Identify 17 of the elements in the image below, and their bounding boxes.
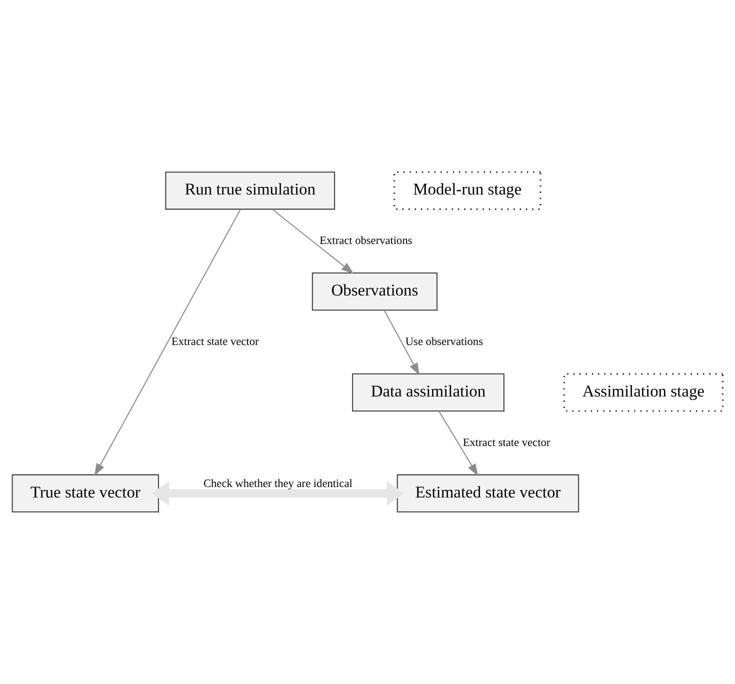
node-box: Assimilation stage [563,373,724,412]
edge-label: Extract observations [320,234,412,247]
node-box: Run true simulation [165,172,336,210]
node-box: True state vector [12,474,159,512]
node-box: Data assimilation [352,373,504,412]
node-box: Model-run stage [394,171,542,210]
edge-label: Extract state vector [462,436,550,449]
arrow [272,208,354,274]
arrow [438,410,478,476]
arrow [94,209,241,476]
node-box: Observations [312,272,438,311]
edge-label: Use observations [405,336,484,348]
arrow [152,481,404,506]
edge-label: Check whether they are identical [203,478,352,490]
node-box: Estimated state vector [396,474,580,512]
arrow [384,310,420,376]
edge-label: Extract state vector [171,336,259,348]
